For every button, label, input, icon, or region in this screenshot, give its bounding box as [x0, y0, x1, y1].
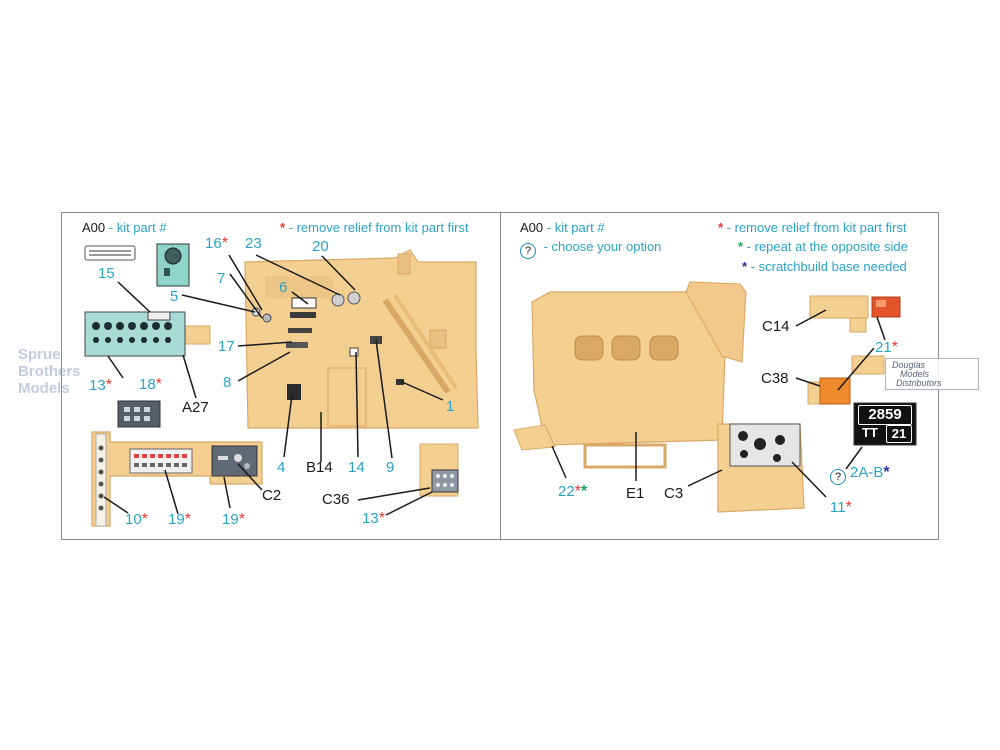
right-legend-code: A00 - kit part #: [520, 220, 605, 236]
label-2a-b-text: 2A-B: [850, 464, 884, 481]
label-23: 23: [245, 235, 262, 252]
label-21: 21*: [875, 340, 898, 356]
label-22-text: 22: [558, 483, 575, 500]
legend-scratch-note: - scratchbuild base needed: [747, 259, 907, 274]
kit-part-a27: A27: [182, 399, 209, 416]
legend-choose-note: - choose your option: [540, 239, 662, 254]
part-19b-c2: [211, 445, 258, 477]
red-star-icon: *: [105, 377, 112, 394]
question-circle-icon: ?: [520, 243, 536, 259]
red-star-icon: *: [221, 235, 228, 252]
kit-part-c38: C38: [761, 370, 789, 387]
part-15: [84, 245, 136, 261]
watermark-sprue-brothers: Sprue Brothers Models: [18, 346, 81, 397]
kit-part-b14: B14: [306, 459, 333, 476]
part-13a: [117, 400, 161, 428]
right-legend-choose: ? - choose your option: [520, 239, 661, 259]
plate-number-top: 2859: [858, 405, 912, 425]
label-5: 5: [170, 288, 179, 305]
label-8: 8: [223, 374, 232, 391]
plate-letters: TT: [862, 425, 878, 440]
right-legend-scratch: * - scratchbuild base needed: [742, 259, 907, 275]
part-c14: [809, 295, 869, 319]
watermark-line-1: Sprue: [18, 346, 61, 363]
label-18: 18*: [139, 377, 162, 393]
left-legend-remove: * - remove relief from kit part first: [280, 220, 469, 236]
legend-remove-note: - remove relief from kit part first: [723, 220, 907, 235]
legend-code-desc: - kit part #: [543, 220, 605, 235]
red-star-icon: *: [280, 220, 286, 235]
label-18-text: 18: [139, 376, 156, 393]
right-legend-remove: * - remove relief from kit part first: [718, 220, 907, 236]
red-star-icon: *: [378, 510, 385, 527]
label-19-a-text: 19: [168, 511, 185, 528]
panel-divider: [500, 212, 501, 540]
blue-star-icon: *: [742, 259, 748, 274]
part-b14-tubes: [382, 298, 451, 394]
red-star-icon: *: [238, 511, 245, 528]
label-10: 10*: [125, 512, 148, 528]
label-9: 9: [386, 459, 395, 476]
label-21-text: 21: [875, 339, 892, 356]
watermark-line-3: Models: [18, 380, 70, 397]
green-star-icon: *: [738, 239, 744, 254]
part-e1: [531, 291, 726, 446]
label-13-right: 13*: [362, 511, 385, 527]
watermark-douglas-models: Douglas Models Distributors: [885, 358, 979, 390]
label-17: 17: [218, 338, 235, 355]
label-16-text: 16: [205, 235, 222, 252]
label-13-right-text: 13: [362, 510, 379, 527]
blue-star-icon: *: [883, 464, 890, 481]
label-19-a: 19*: [168, 512, 191, 528]
kit-part-c36: C36: [322, 491, 350, 508]
label-10-text: 10: [125, 511, 142, 528]
red-star-icon: *: [141, 511, 148, 528]
label-15: 15: [98, 265, 115, 282]
douglas-line-2: Models: [900, 369, 930, 379]
label-1: 1: [446, 398, 455, 415]
label-7: 7: [217, 270, 226, 287]
red-star-icon: *: [574, 483, 581, 500]
legend-repeat-note: - repeat at the opposite side: [743, 239, 908, 254]
label-14: 14: [348, 459, 365, 476]
kit-part-e1: E1: [626, 485, 645, 502]
legend-code: A00: [82, 220, 106, 235]
label-19-b: 19*: [222, 512, 245, 528]
label-2a-b: ?2A-B*: [830, 465, 890, 485]
label-11: 11*: [830, 500, 852, 516]
douglas-line-1: Douglas: [892, 360, 926, 370]
green-star-icon: *: [580, 483, 588, 500]
red-star-icon: *: [718, 220, 724, 235]
legend-code: A00: [520, 220, 544, 235]
part-19a: [129, 448, 193, 474]
plate-number-bottom: 21: [886, 425, 912, 443]
red-star-icon: *: [891, 339, 898, 356]
legend-code-desc: - kit part #: [105, 220, 167, 235]
label-6: 6: [279, 279, 288, 296]
panel-left-drawing: [84, 243, 479, 527]
kit-part-c14: C14: [762, 318, 790, 335]
douglas-line-3: Distributors: [896, 378, 942, 388]
label-11-text: 11: [830, 499, 846, 516]
kit-part-c2: C2: [262, 487, 282, 504]
kit-part-c3: C3: [664, 485, 684, 502]
watermark-line-2: Brothers: [18, 363, 81, 380]
label-16: 16*: [205, 236, 228, 252]
red-star-icon: *: [155, 376, 162, 393]
red-star-icon: *: [845, 499, 852, 516]
label-4: 4: [277, 459, 286, 476]
label-13-left: 13*: [89, 378, 112, 394]
question-circle-icon: ?: [830, 469, 846, 485]
label-22: 22**: [558, 484, 587, 500]
red-star-icon: *: [184, 511, 191, 528]
label-20: 20: [312, 238, 329, 255]
legend-remove-note: - remove relief from kit part first: [285, 220, 469, 235]
left-legend-code: A00 - kit part #: [82, 220, 167, 236]
label-13-left-text: 13: [89, 377, 106, 394]
label-19-b-text: 19: [222, 511, 239, 528]
right-legend-repeat: * - repeat at the opposite side: [738, 239, 908, 255]
